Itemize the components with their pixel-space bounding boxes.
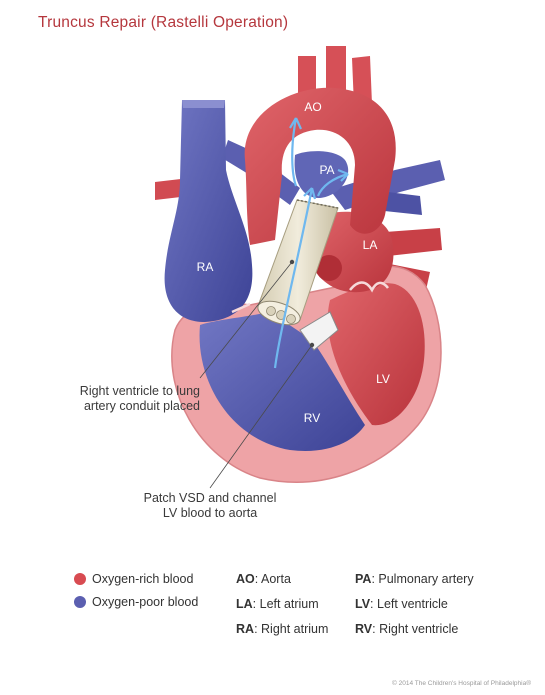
callout-patch: Patch VSD and channel LV blood to aorta [130,491,290,521]
abbr-lv-text: Left ventricle [377,597,448,611]
label-rv: RV [304,411,320,425]
aorta [244,46,396,245]
abbr-pa-text: Pulmonary artery [378,572,474,586]
callout-patch-line1: Patch VSD and channel [143,491,277,505]
label-ra: RA [197,260,214,274]
abbr-ra-text: Right atrium [261,622,329,636]
legend-oxygen-rich-label: Oxygen-rich blood [92,572,194,586]
callout-conduit: Right ventricle to lung artery conduit p… [40,384,200,414]
tricuspid-valve [231,302,251,314]
right-atrium [164,100,253,322]
label-ao: AO [304,100,321,114]
abbr-rv: RV: Right ventricle [355,622,459,636]
abbr-ao-key: AO [236,572,255,586]
diagram-title: Truncus Repair (Rastelli Operation) [38,14,289,31]
abbr-pa-key: PA [355,572,372,586]
abbr-la-text: Left atrium [259,597,319,611]
oxygen-poor-dot-icon [74,596,86,608]
label-pa: PA [319,163,334,177]
left-ventricle [327,283,425,426]
pulmonary-artery [294,151,349,199]
right-ventricle [199,312,365,451]
abbr-lv: LV: Left ventricle [355,597,448,611]
legend-oxygen-poor: Oxygen-poor blood [74,595,198,609]
legend-oxygen-rich: Oxygen-rich blood [74,572,193,586]
abbr-la: LA: Left atrium [236,597,319,611]
vsd-patch [299,311,339,351]
blood-flow-arrows [273,117,349,369]
abbr-la-key: LA [236,597,253,611]
legend-oxygen-poor-label: Oxygen-poor blood [92,595,199,609]
callout-conduit-line2: artery conduit placed [83,399,200,413]
abbr-lv-key: LV [355,597,371,611]
label-lv: LV [376,372,390,386]
callout-conduit-line1: Right ventricle to lung [79,384,200,398]
oxygen-rich-dot-icon [74,573,86,585]
abbr-ao-text: Aorta [261,572,291,586]
abbr-rv-key: RV [355,622,373,636]
abbr-rv-text: Right ventricle [379,622,459,636]
callout-patch-line2: LV blood to aorta [162,506,258,520]
copyright-notice: © 2014 The Children's Hospital of Philad… [392,680,531,687]
abbr-pa: PA: Pulmonary artery [355,572,474,586]
mitral-valve [349,281,389,293]
abbr-ra: RA: Right atrium [236,622,329,636]
label-la: LA [363,238,378,252]
abbr-ao: AO: Aorta [236,572,291,586]
abbr-ra-key: RA [236,622,255,636]
heart-diagram: AO PA RA LA LV RV [155,46,445,489]
